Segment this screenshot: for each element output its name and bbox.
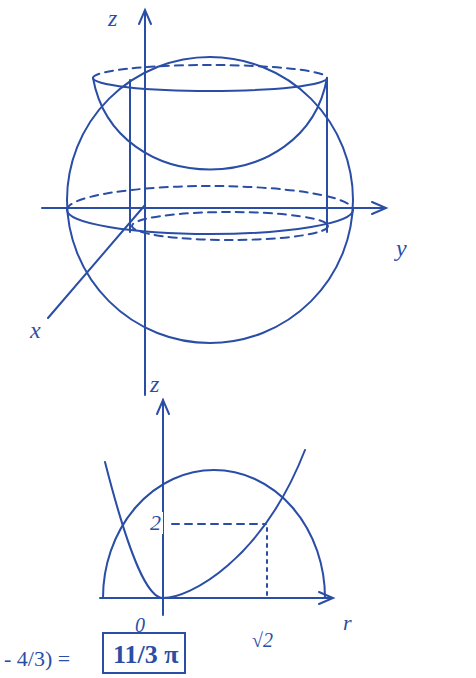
arrow-head (372, 202, 386, 214)
z-axis (162, 400, 164, 615)
answer-text: 11/3 π (113, 642, 175, 668)
height-line (172, 523, 266, 525)
parabola (105, 450, 305, 598)
arrow-head (139, 10, 151, 24)
r-axis (100, 597, 332, 599)
axis-label: 2 (148, 512, 163, 534)
axis-label: √2 (252, 630, 273, 650)
projection-line (326, 78, 328, 232)
axis-label: y (396, 236, 407, 260)
rim-back (93, 65, 327, 78)
paraboloid (93, 78, 327, 170)
z-axis (144, 12, 146, 395)
arrow-head (157, 400, 169, 414)
axis-label: z (108, 6, 117, 30)
sphere-section (103, 470, 325, 598)
equator-front (67, 210, 353, 234)
axis-label: r (343, 612, 352, 634)
equator-back (67, 186, 353, 210)
answer-box: 11/3 π (102, 632, 186, 674)
axis-label: x (30, 318, 41, 342)
rim-front (93, 78, 327, 91)
equation-text: - 4/3) = (4, 648, 70, 670)
axis-label: z (150, 372, 159, 396)
projection-line (129, 80, 131, 232)
sphere-outline (67, 57, 353, 343)
projection-disk (132, 212, 328, 240)
y-axis (42, 207, 385, 209)
radius-line (266, 528, 268, 596)
